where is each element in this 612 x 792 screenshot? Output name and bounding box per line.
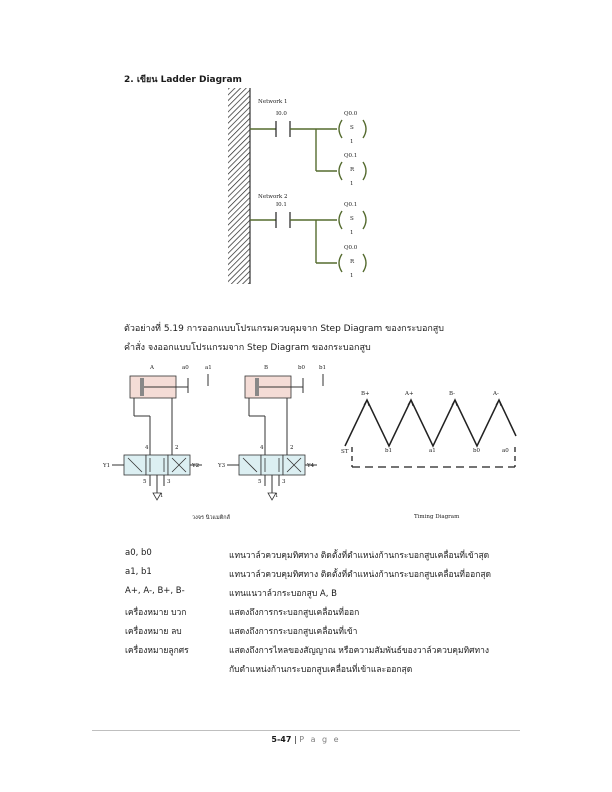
footer-separator: | bbox=[293, 735, 297, 744]
port-label: 5 bbox=[143, 479, 147, 485]
solenoid-label: Y2 bbox=[192, 463, 200, 469]
timing-diagram bbox=[344, 398, 517, 468]
coil-op: S bbox=[350, 216, 354, 222]
solenoid-label: Y1 bbox=[103, 463, 111, 469]
exhaust-icon bbox=[152, 492, 162, 501]
legend-value: แทนแนวาล์วกระบอกสูบ A, B bbox=[229, 589, 337, 599]
timing-top-label: B- bbox=[449, 391, 456, 397]
power-rail-hatch bbox=[228, 88, 250, 284]
coil-q01-reset bbox=[338, 161, 343, 181]
timing-top-label: A- bbox=[493, 391, 499, 397]
legend-value: แทนวาล์วควบคุมทิศทาง ติดตั้งที่ตำแหน่งก้… bbox=[229, 570, 492, 580]
legend-key: เครื่องหมาย บวก bbox=[125, 608, 187, 618]
cylinder-b bbox=[244, 374, 324, 455]
cylinder-a-label: A bbox=[150, 365, 154, 371]
coil-address: Q0.1 bbox=[344, 202, 358, 208]
coil-count: 1 bbox=[350, 181, 354, 187]
legend-key: เครื่องหมายลูกศร bbox=[125, 646, 189, 656]
sensor-b0: b0 bbox=[298, 365, 306, 371]
legend-value: แสดงถึงการกระบอกสูบเคลื่อนที่เข้า bbox=[229, 627, 358, 637]
network-2-rungs bbox=[250, 210, 367, 273]
cylinder-a bbox=[129, 374, 209, 455]
contact-label: I0.1 bbox=[276, 202, 287, 208]
coil-count: 1 bbox=[350, 230, 354, 236]
footer-divider bbox=[92, 730, 520, 731]
port-label: 4 bbox=[260, 445, 264, 451]
port-label: 1 bbox=[160, 493, 164, 499]
network-1-title: Network 1 bbox=[258, 99, 288, 105]
contact-label: I0.0 bbox=[276, 111, 287, 117]
solenoid-label: Y4 bbox=[307, 463, 315, 469]
page-footer: 5-47 | P a g e bbox=[0, 735, 612, 744]
port-label: 2 bbox=[175, 445, 179, 451]
legend-value-continued: กับตำแหน่งก้านกระบอกสูบเคลื่อนที่เข้าและ… bbox=[229, 665, 413, 675]
legend-key: A+, A-, B+, B- bbox=[125, 586, 185, 596]
coil-op: S bbox=[350, 125, 354, 131]
port-label: 4 bbox=[145, 445, 149, 451]
sensor-b1: b1 bbox=[319, 365, 327, 371]
section-heading: 2. เขียน Ladder Diagram bbox=[124, 75, 242, 85]
coil-address: Q0.1 bbox=[344, 153, 358, 159]
valve-1 bbox=[112, 454, 202, 501]
timing-bottom-label: a0 bbox=[502, 448, 509, 454]
legend-value: แสดงถึงการไหลของสัญญาณ หรือความสัมพันธ์ข… bbox=[229, 646, 490, 656]
port-label: 3 bbox=[167, 479, 171, 485]
valve-2 bbox=[227, 454, 317, 501]
timing-bottom-label: ST bbox=[341, 449, 349, 455]
timing-bottom-label: b0 bbox=[473, 448, 481, 454]
coil-op: R bbox=[350, 167, 355, 173]
legend-key: เครื่องหมาย ลบ bbox=[125, 627, 182, 637]
timing-caption: Timing Diagram bbox=[414, 514, 460, 520]
port-label: 5 bbox=[258, 479, 262, 485]
coil-address: Q0.0 bbox=[344, 111, 358, 117]
legend-value: แสดงถึงการกระบอกสูบเคลื่อนที่ออก bbox=[229, 608, 360, 618]
solenoid-label: Y3 bbox=[218, 463, 226, 469]
legend-key: a1, b1 bbox=[125, 567, 152, 577]
timing-top-label: B+ bbox=[361, 391, 370, 397]
timing-bottom-label: b1 bbox=[385, 448, 393, 454]
coil-count: 1 bbox=[350, 273, 354, 279]
legend-key: a0, b0 bbox=[125, 548, 152, 558]
port-label: 3 bbox=[282, 479, 286, 485]
coil-q00-set bbox=[338, 119, 343, 139]
coil-count: 1 bbox=[350, 139, 354, 145]
coil-q01-set bbox=[338, 210, 343, 230]
circuit-caption: วงจร นิวแมติกส์ bbox=[192, 515, 230, 521]
example-title: ตัวอย่างที่ 5.19 การออกแบบโปรแกรมควบคุมจ… bbox=[124, 324, 445, 334]
port-label: 2 bbox=[290, 445, 294, 451]
timing-bottom-label: a1 bbox=[429, 448, 436, 454]
network-2-title: Network 2 bbox=[258, 194, 288, 200]
example-instruction: คำสั่ง จงออกแบบโปรแกรมจาก Step Diagram ข… bbox=[124, 343, 371, 353]
exhaust-icon bbox=[267, 492, 277, 501]
coil-q00-reset bbox=[338, 253, 343, 273]
sensor-a1: a1 bbox=[205, 365, 212, 371]
network-1-rungs bbox=[250, 119, 367, 181]
coil-address: Q0.0 bbox=[344, 245, 358, 251]
page-number: 5-47 bbox=[271, 735, 292, 744]
legend-value: แทนวาล์วควบคุมทิศทาง ติดตั้งที่ตำแหน่งก้… bbox=[229, 551, 490, 561]
coil-op: R bbox=[350, 259, 355, 265]
page-label: P a g e bbox=[299, 735, 341, 744]
cylinder-b-label: B bbox=[264, 365, 269, 371]
port-label: 1 bbox=[275, 493, 279, 499]
sensor-a0: a0 bbox=[182, 365, 189, 371]
timing-top-label: A+ bbox=[405, 391, 414, 397]
